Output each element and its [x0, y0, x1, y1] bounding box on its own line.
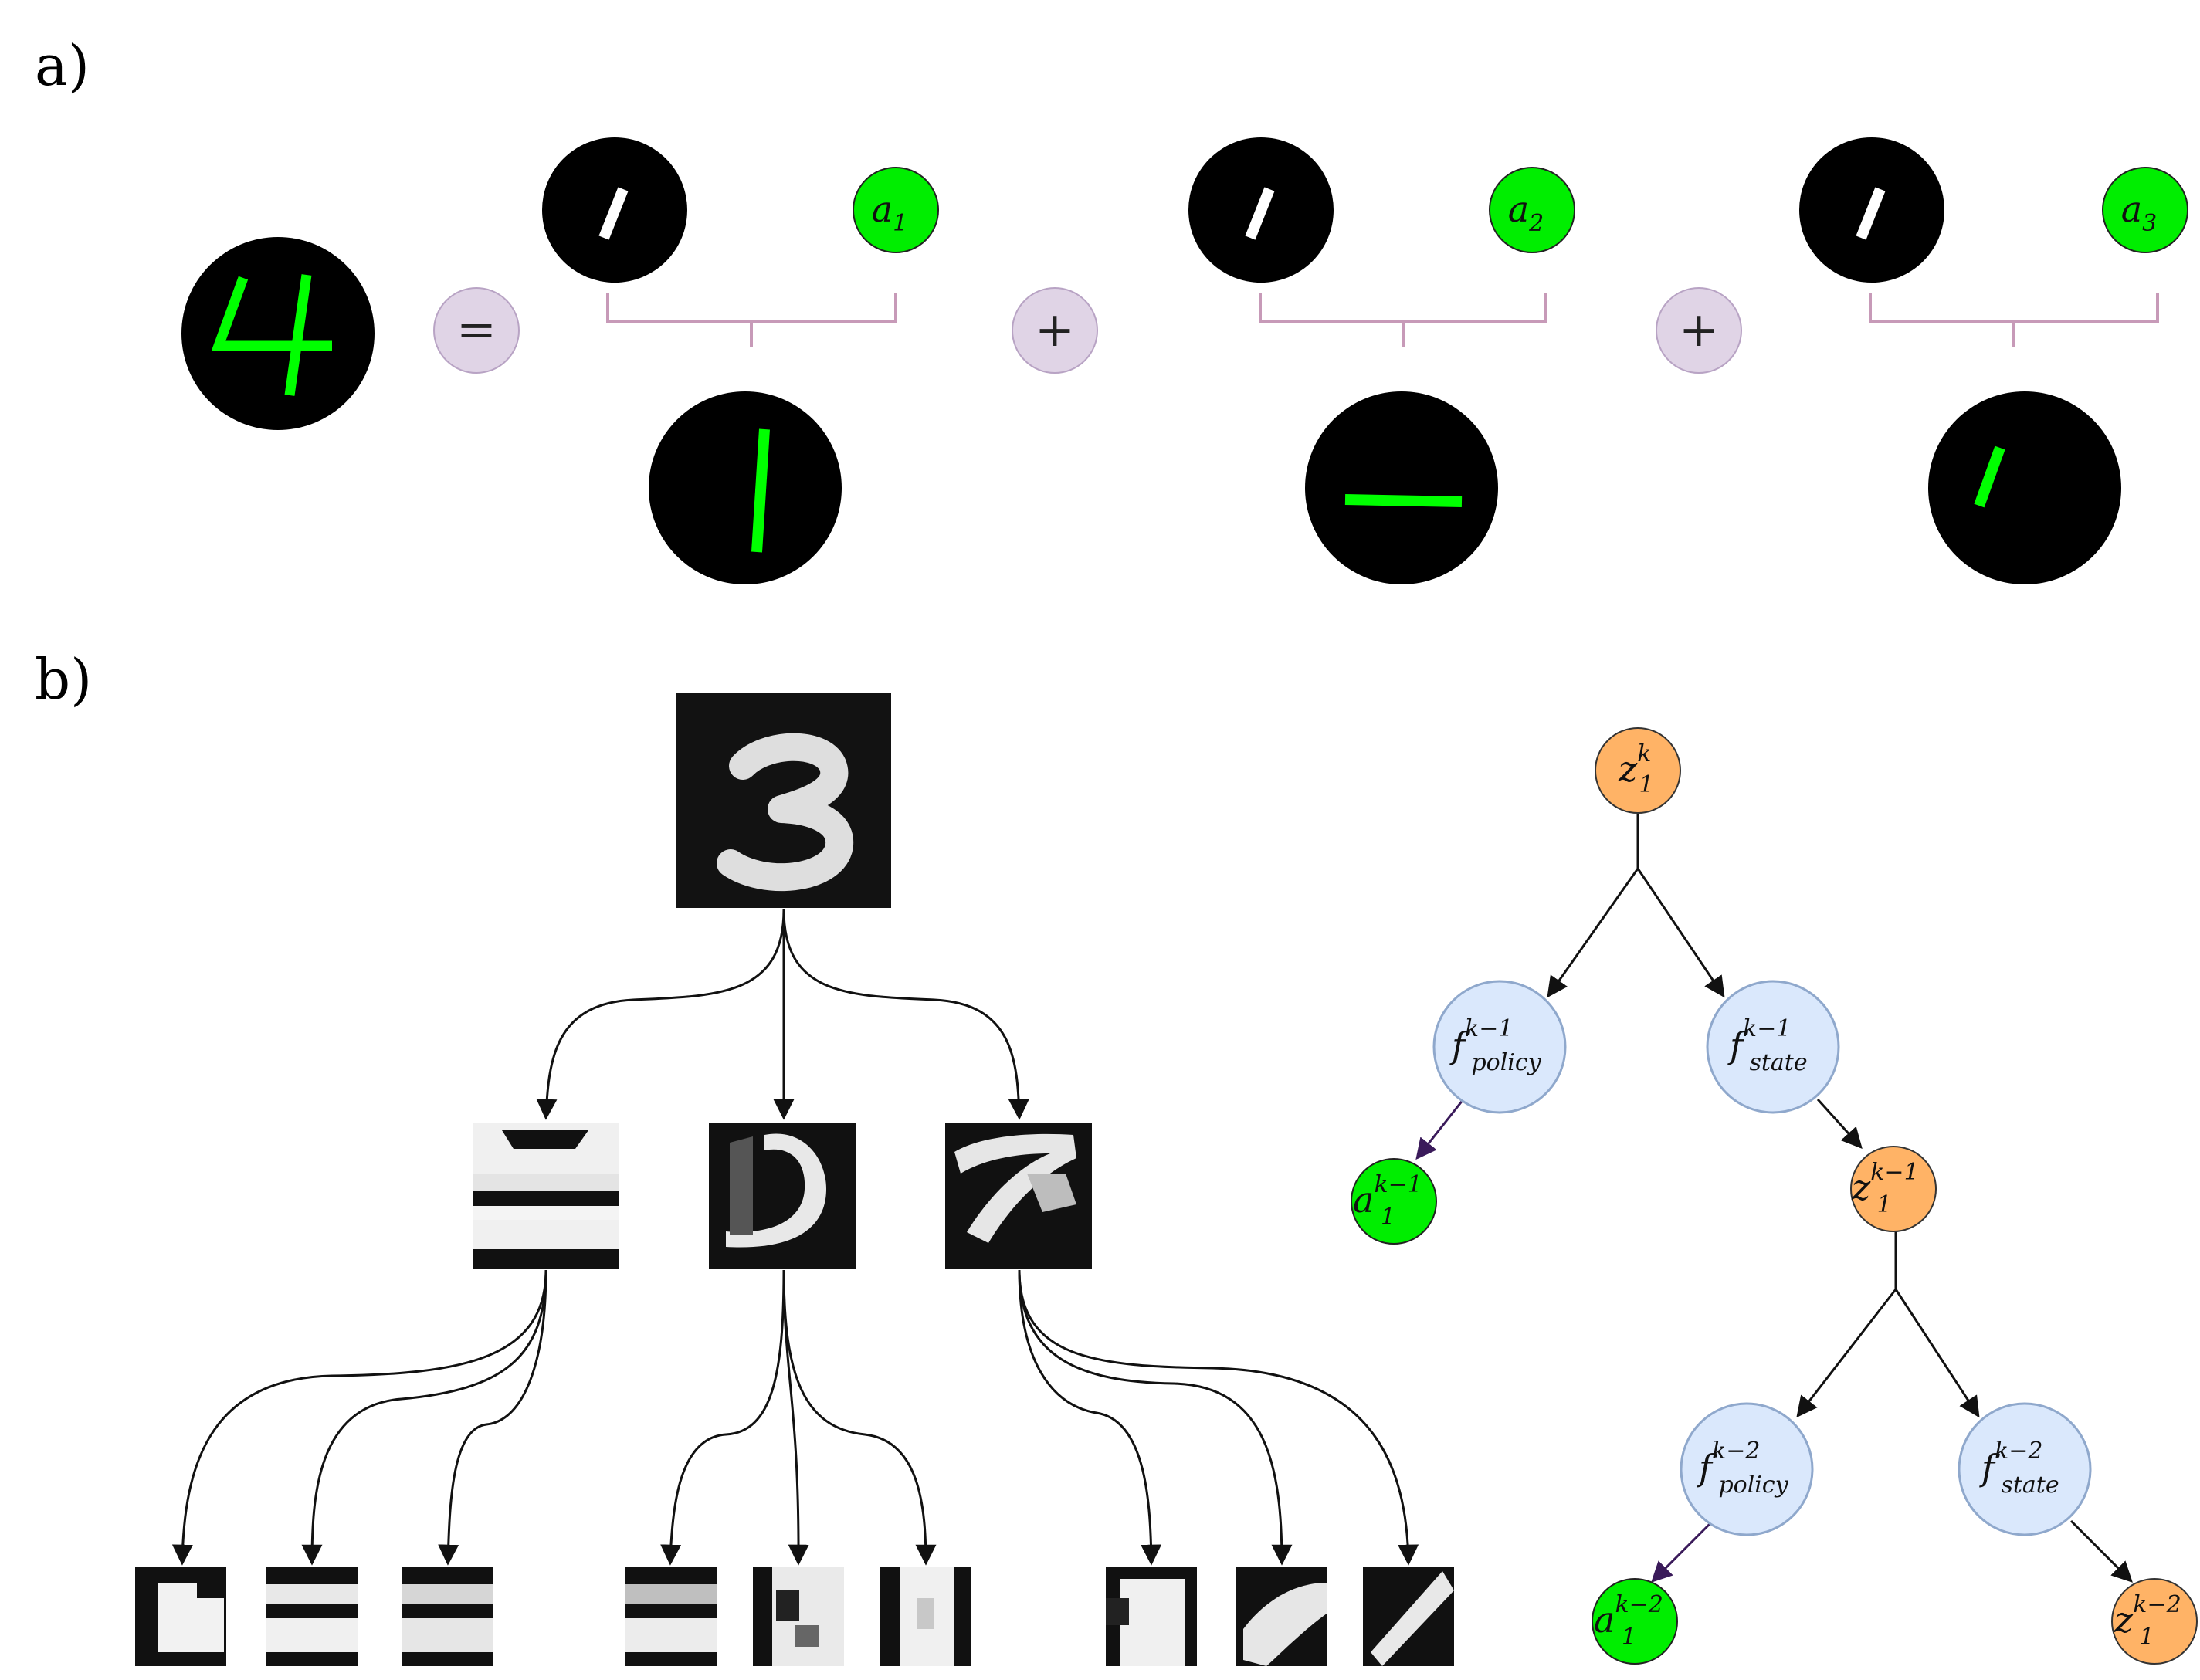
- svg-text:ak−11: ak−11: [1353, 1171, 1422, 1231]
- panel-a-label: a): [35, 33, 90, 98]
- equals-symbol: =: [456, 301, 497, 357]
- panel-b-label: b): [35, 647, 92, 712]
- svg-text:a1: a1: [872, 188, 908, 237]
- bracket-1: [606, 293, 897, 347]
- bracket-2: [1259, 293, 1547, 347]
- equals-operator: =: [433, 287, 520, 374]
- pen-icon-1: [542, 137, 687, 283]
- plus-symbol-2: +: [1679, 301, 1719, 357]
- svg-text:zk1: zk1: [1618, 740, 1654, 798]
- plus-operator-2: +: [1656, 287, 1742, 374]
- digit-four-circle: [181, 237, 375, 430]
- patch-level2-3: [402, 1567, 493, 1666]
- stroke-result-3: [1928, 391, 2121, 584]
- patch-level2-2: [266, 1567, 358, 1666]
- term-3: a3: [1799, 137, 2188, 584]
- action-node-2: a2: [1489, 167, 1575, 253]
- patch-level1-2: [709, 1123, 856, 1269]
- term-1: a1: [542, 137, 939, 584]
- svg-text:zk−11: zk−11: [1851, 1159, 1919, 1218]
- patch-level1-3: [945, 1123, 1092, 1269]
- patch-level2-5: [753, 1567, 844, 1666]
- svg-text:a2: a2: [1508, 188, 1544, 237]
- patch-level2-8: [1236, 1567, 1327, 1666]
- patch-level2-9: [1363, 1567, 1454, 1666]
- patch-level2-6: [880, 1567, 971, 1666]
- action-node-1: a1: [853, 167, 939, 253]
- patch-level2-7: [1106, 1567, 1197, 1666]
- pen-icon-3: [1799, 137, 1944, 283]
- plus-symbol-1: +: [1035, 301, 1075, 357]
- action-node-3: a3: [2102, 167, 2188, 253]
- image-tree-arrows: [171, 909, 1419, 1566]
- stroke-result-1: [649, 391, 842, 584]
- pen-icon-2: [1188, 137, 1334, 283]
- svg-text:zk−21: zk−21: [2114, 1591, 2181, 1651]
- patch-level2-4: [625, 1567, 717, 1666]
- bracket-3: [1869, 293, 2159, 347]
- svg-text:ak−21: ak−21: [1594, 1591, 1663, 1651]
- svg-text:a3: a3: [2121, 188, 2158, 237]
- stroke-result-2: [1305, 391, 1498, 584]
- term-2: a2: [1188, 137, 1575, 584]
- plus-operator-1: +: [1012, 287, 1098, 374]
- digit-three-image: [676, 693, 891, 908]
- tree-edges: [1547, 814, 2133, 1583]
- patch-level2-1: [135, 1567, 226, 1666]
- patch-level1-1: [473, 1123, 619, 1269]
